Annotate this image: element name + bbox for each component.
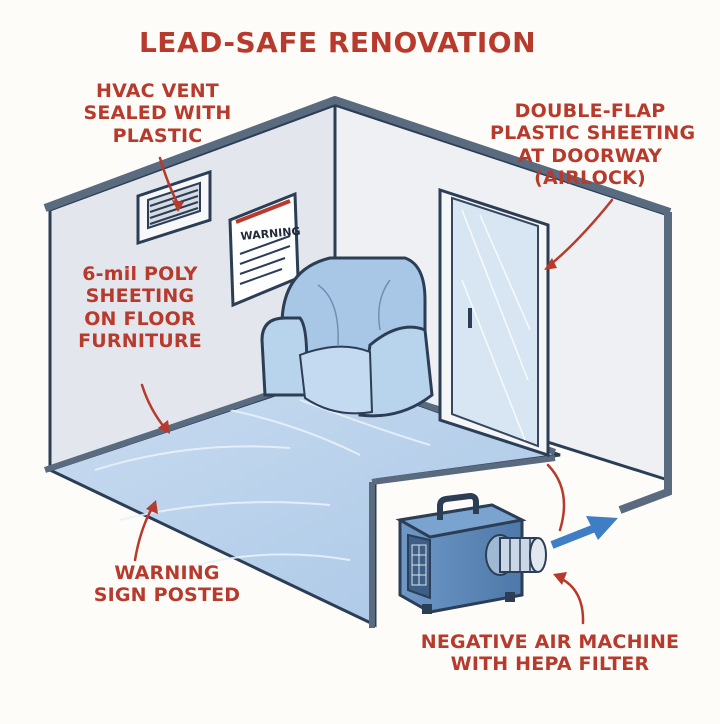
leader-door — [548, 198, 614, 267]
leader-poly-head — [158, 420, 170, 434]
label-line: AT DOORWAY — [517, 144, 663, 167]
leader-warning — [133, 506, 154, 562]
label-line: WARNING — [114, 562, 220, 584]
floor-notch-edge — [371, 455, 556, 485]
armchair-covered — [260, 256, 434, 418]
label-line: SEALED WITH — [83, 102, 232, 125]
leader-door-head — [544, 258, 557, 270]
leader-door-floor — [546, 463, 566, 532]
negative-air-machine — [395, 492, 547, 614]
hvac-vent — [136, 169, 212, 246]
negative-air-label: NEGATIVE AIR MACHINE WITH HEPA FILTER — [385, 631, 715, 676]
warning-sign-label: WARNING SIGN POSTED — [62, 562, 272, 607]
doorway-label: DOUBLE-FLAP PLASTIC SHEETING AT DOORWAY … — [490, 100, 696, 190]
label-line: PLASTIC — [112, 124, 203, 147]
label-line: ON FLOOR — [84, 307, 196, 330]
label-line: PLASTIC SHEETING — [490, 122, 696, 145]
label-line: WITH HEPA FILTER — [450, 653, 650, 676]
leader-machine-head — [553, 572, 567, 585]
label-line: FURNITURE — [78, 330, 202, 353]
label-line: 6-mil POLY — [82, 263, 198, 285]
label-line: SHEETING — [85, 285, 195, 308]
leader-machine — [558, 576, 585, 625]
floor-wrinkles — [94, 399, 431, 571]
label-line: HVAC VENT — [96, 80, 219, 102]
doorway-plastic — [438, 187, 550, 458]
hvac-vent-label: HVAC VENT SEALED WITH PLASTIC — [50, 80, 265, 147]
leader-warning-head — [146, 500, 158, 514]
poly-sheeting-label: 6-mil POLY SHEETING ON FLOOR FURNITURE — [45, 263, 235, 353]
leader-hvac-head — [172, 200, 184, 212]
label-line: NEGATIVE AIR MACHINE — [420, 631, 680, 653]
page-title: LEAD-SAFE RENOVATION — [138, 26, 537, 59]
exhaust-arrow — [550, 516, 618, 549]
right-floor-edge — [618, 212, 672, 514]
label-line: SIGN POSTED — [93, 584, 241, 607]
wall-top-edge — [43, 96, 672, 216]
label-line: DOUBLE-FLAP — [514, 100, 666, 122]
label-line: (AIRLOCK) — [534, 167, 646, 190]
